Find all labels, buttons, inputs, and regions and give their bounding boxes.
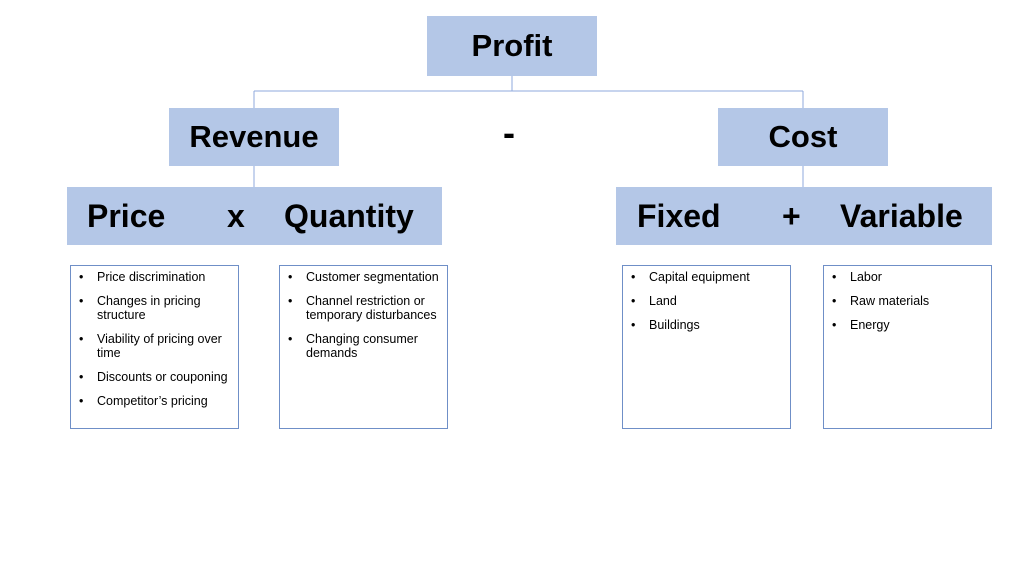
variable-costs-list: Labor Raw materials Energy: [823, 265, 992, 429]
list-item: Buildings: [629, 318, 784, 332]
profit-label: Profit: [471, 28, 553, 63]
quantity-factors-list: Customer segmentation Channel restrictio…: [279, 265, 448, 429]
fixed-label: Fixed: [637, 197, 721, 234]
list-item: Labor: [830, 270, 985, 284]
minus-operator: -: [503, 112, 515, 153]
list-item: Discounts or couponing: [77, 370, 232, 384]
cost-box: Cost: [718, 108, 888, 166]
price-label: Price: [87, 197, 166, 234]
list-item: Channel restriction or temporary disturb…: [286, 294, 441, 322]
list-item: Energy: [830, 318, 985, 332]
list-item: Land: [629, 294, 784, 308]
fixed-costs-list: Capital equipment Land Buildings: [622, 265, 791, 429]
list-item: Competitor’s pricing: [77, 394, 232, 408]
list-item: Viability of pricing over time: [77, 332, 232, 360]
list-item: Raw materials: [830, 294, 985, 308]
price-quantity-box: Price x Quantity: [67, 187, 442, 245]
variable-label: Variable: [840, 197, 963, 234]
revenue-label: Revenue: [189, 119, 319, 154]
plus-operator: +: [782, 197, 801, 234]
list-item: Customer segmentation: [286, 270, 441, 284]
profit-box: Profit: [427, 16, 597, 76]
list-item: Price discrimination: [77, 270, 232, 284]
fixed-variable-box: Fixed + Variable: [616, 187, 992, 245]
list-item: Capital equipment: [629, 270, 784, 284]
price-factors-list: Price discrimination Changes in pricing …: [70, 265, 239, 429]
cost-label: Cost: [768, 119, 838, 154]
list-item: Changes in pricing structure: [77, 294, 232, 322]
times-operator: x: [227, 197, 245, 234]
quantity-label: Quantity: [284, 197, 414, 234]
list-item: Changing consumer demands: [286, 332, 441, 360]
revenue-box: Revenue: [169, 108, 339, 166]
